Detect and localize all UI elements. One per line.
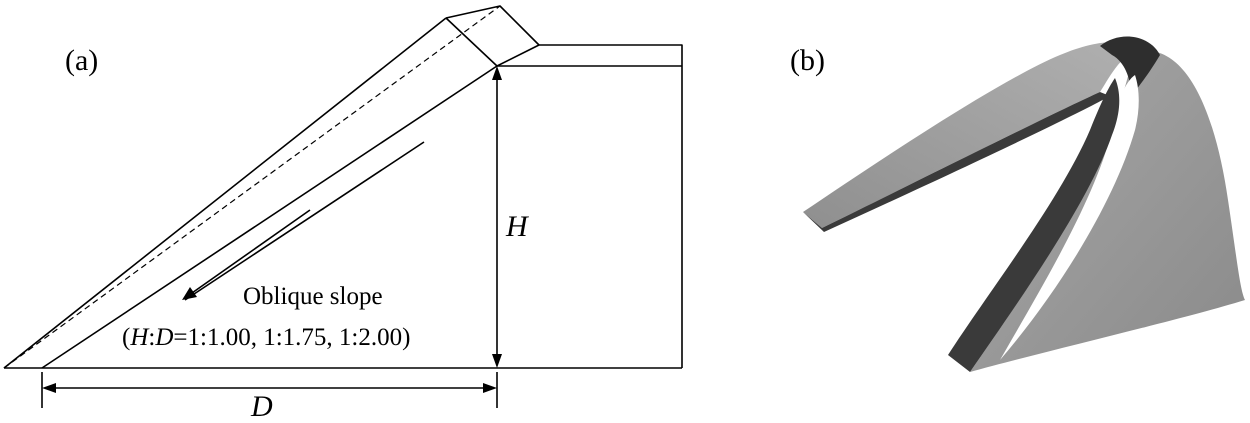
ratio-open: ( (122, 324, 131, 351)
slope-title: Oblique slope (243, 283, 383, 310)
flow-guide-line (184, 141, 425, 301)
height-dimension (492, 66, 502, 368)
shell-right-surface (970, 50, 1245, 373)
panel-b-label: (b) (790, 44, 825, 77)
hidden-edge-dashed (3, 5, 501, 369)
front-slope-edge (41, 65, 498, 369)
shell-opening (1000, 75, 1139, 360)
ratio-h-symbol: H (130, 324, 149, 351)
shell-crest-fold (1100, 36, 1160, 95)
slope-arrow (182, 209, 311, 300)
ratio-colon: : (148, 324, 156, 351)
back-slope-edge (3, 17, 447, 369)
slope-ratio-note: (H:D=1:1.00, 1:1.75, 1:2.00) (122, 325, 410, 350)
shell-front-edge (948, 78, 1120, 372)
shell-left-arm (803, 41, 1140, 228)
ratio-values: =1:1.00, 1:1.75, 1:2.00) (173, 324, 411, 351)
panel-a-label: (a) (65, 44, 99, 77)
shell-left-arm-edge (803, 92, 1110, 232)
ratio-d-symbol: D (155, 324, 174, 351)
crest-top (445, 5, 540, 46)
block-outline (539, 44, 683, 368)
height-label: H (506, 210, 528, 243)
depth-label: D (251, 390, 273, 423)
depth-dimension (41, 372, 498, 408)
